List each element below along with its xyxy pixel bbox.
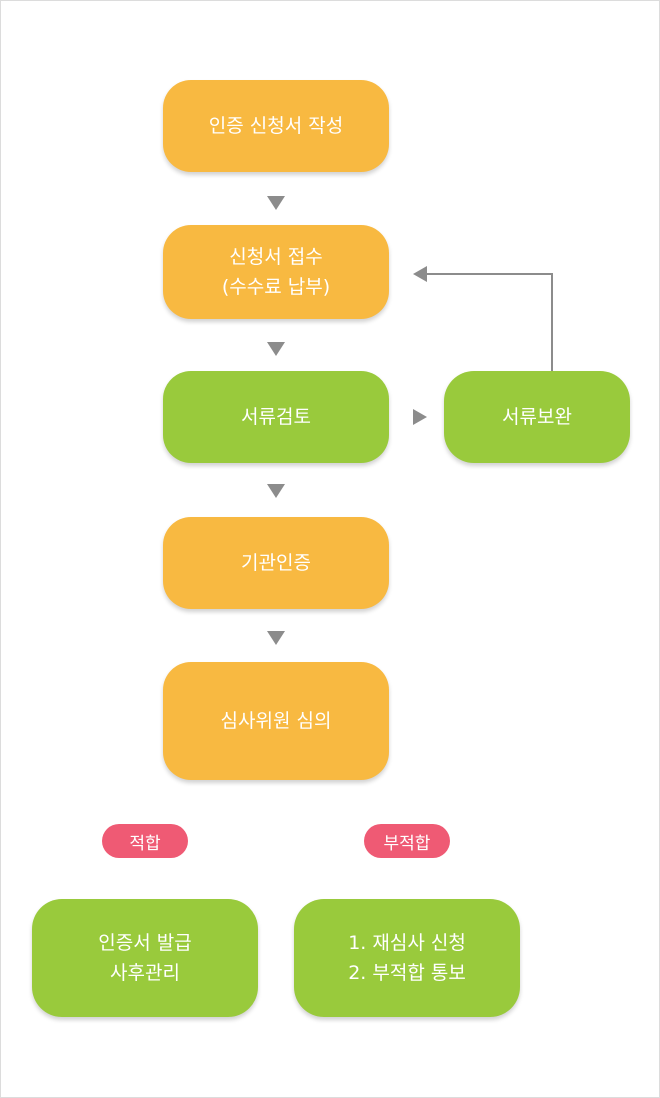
step-write-application-label: 인증 신청서 작성	[208, 115, 344, 137]
arrow-down-icon	[267, 484, 285, 498]
arrow-left-icon	[413, 266, 427, 282]
feedback-line-vertical	[551, 274, 553, 371]
result-fail-line1: 1. 재심사 신청	[348, 932, 466, 954]
step-review-label: 서류검토	[241, 406, 311, 428]
step-agency-certification: 기관인증	[163, 517, 389, 609]
result-fail: 1. 재심사 신청 2. 부적합 통보	[294, 899, 520, 1017]
arrow-down-icon	[267, 342, 285, 356]
arrow-down-icon	[267, 631, 285, 645]
step-application-receipt: 신청서 접수 (수수료 납부)	[163, 225, 389, 319]
step-document-supplement: 서류보완	[444, 371, 630, 463]
arrow-down-icon	[267, 196, 285, 210]
step-receipt-line2: (수수료 납부)	[221, 276, 331, 298]
badge-fail-label: 부적합	[383, 833, 431, 854]
step-document-review: 서류검토	[163, 371, 389, 463]
badge-pass: 적합	[102, 824, 188, 858]
step-committee-review: 심사위원 심의	[163, 662, 389, 780]
badge-pass-label: 적합	[129, 833, 161, 854]
result-fail-line2: 2. 부적합 통보	[348, 962, 466, 984]
feedback-line-horizontal	[427, 273, 553, 275]
step-receipt-line1: 신청서 접수	[229, 246, 323, 268]
step-committee-label: 심사위원 심의	[220, 710, 332, 732]
result-pass: 인증서 발급 사후관리	[32, 899, 258, 1017]
result-pass-line1: 인증서 발급	[98, 932, 192, 954]
arrow-right-icon	[413, 409, 427, 425]
step-supplement-label: 서류보완	[502, 406, 572, 428]
step-write-application: 인증 신청서 작성	[163, 80, 389, 172]
step-agency-label: 기관인증	[241, 552, 311, 574]
result-pass-line2: 사후관리	[110, 962, 180, 984]
badge-fail: 부적합	[364, 824, 450, 858]
